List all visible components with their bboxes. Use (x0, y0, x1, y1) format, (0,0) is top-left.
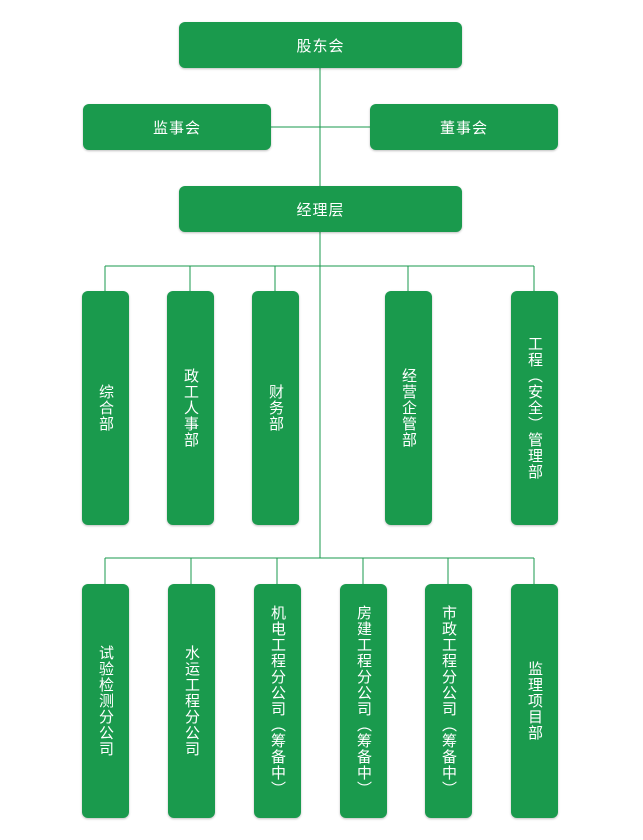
node-unit-label: 试验检测分公司 (97, 645, 115, 757)
node-board: 董事会 (370, 104, 558, 150)
node-board-label: 董事会 (439, 118, 488, 137)
node-department-label: 工程（安全）管理部 (526, 336, 544, 480)
node-shareholders-label: 股东会 (296, 36, 345, 55)
node-management-label: 经理层 (296, 200, 345, 219)
node-unit: 监理项目部 (511, 584, 558, 818)
node-unit-label: 水运工程分公司 (183, 645, 201, 757)
node-unit-label: 市政工程分公司（筹备中） (440, 605, 458, 797)
node-shareholders: 股东会 (179, 22, 462, 68)
node-department: 政工人事部 (167, 291, 214, 525)
node-unit-label: 房建工程分公司（筹备中） (355, 605, 373, 797)
node-unit-label: 监理项目部 (526, 661, 544, 741)
node-unit: 试验检测分公司 (82, 584, 129, 818)
node-unit: 机电工程分公司（筹备中） (254, 584, 301, 818)
node-unit: 房建工程分公司（筹备中） (340, 584, 387, 818)
node-department: 财务部 (252, 291, 299, 525)
node-supervisors: 监事会 (83, 104, 271, 150)
node-department: 工程（安全）管理部 (511, 291, 558, 525)
node-department: 经营企管部 (385, 291, 432, 525)
node-department-label: 经营企管部 (400, 368, 418, 448)
node-unit: 水运工程分公司 (168, 584, 215, 818)
node-department-label: 财务部 (267, 384, 285, 432)
node-department-label: 综合部 (97, 384, 115, 432)
node-department: 综合部 (82, 291, 129, 525)
node-supervisors-label: 监事会 (152, 118, 201, 137)
node-management: 经理层 (179, 186, 462, 232)
node-unit: 市政工程分公司（筹备中） (425, 584, 472, 818)
node-unit-label: 机电工程分公司（筹备中） (269, 605, 287, 797)
node-department-label: 政工人事部 (182, 368, 200, 448)
